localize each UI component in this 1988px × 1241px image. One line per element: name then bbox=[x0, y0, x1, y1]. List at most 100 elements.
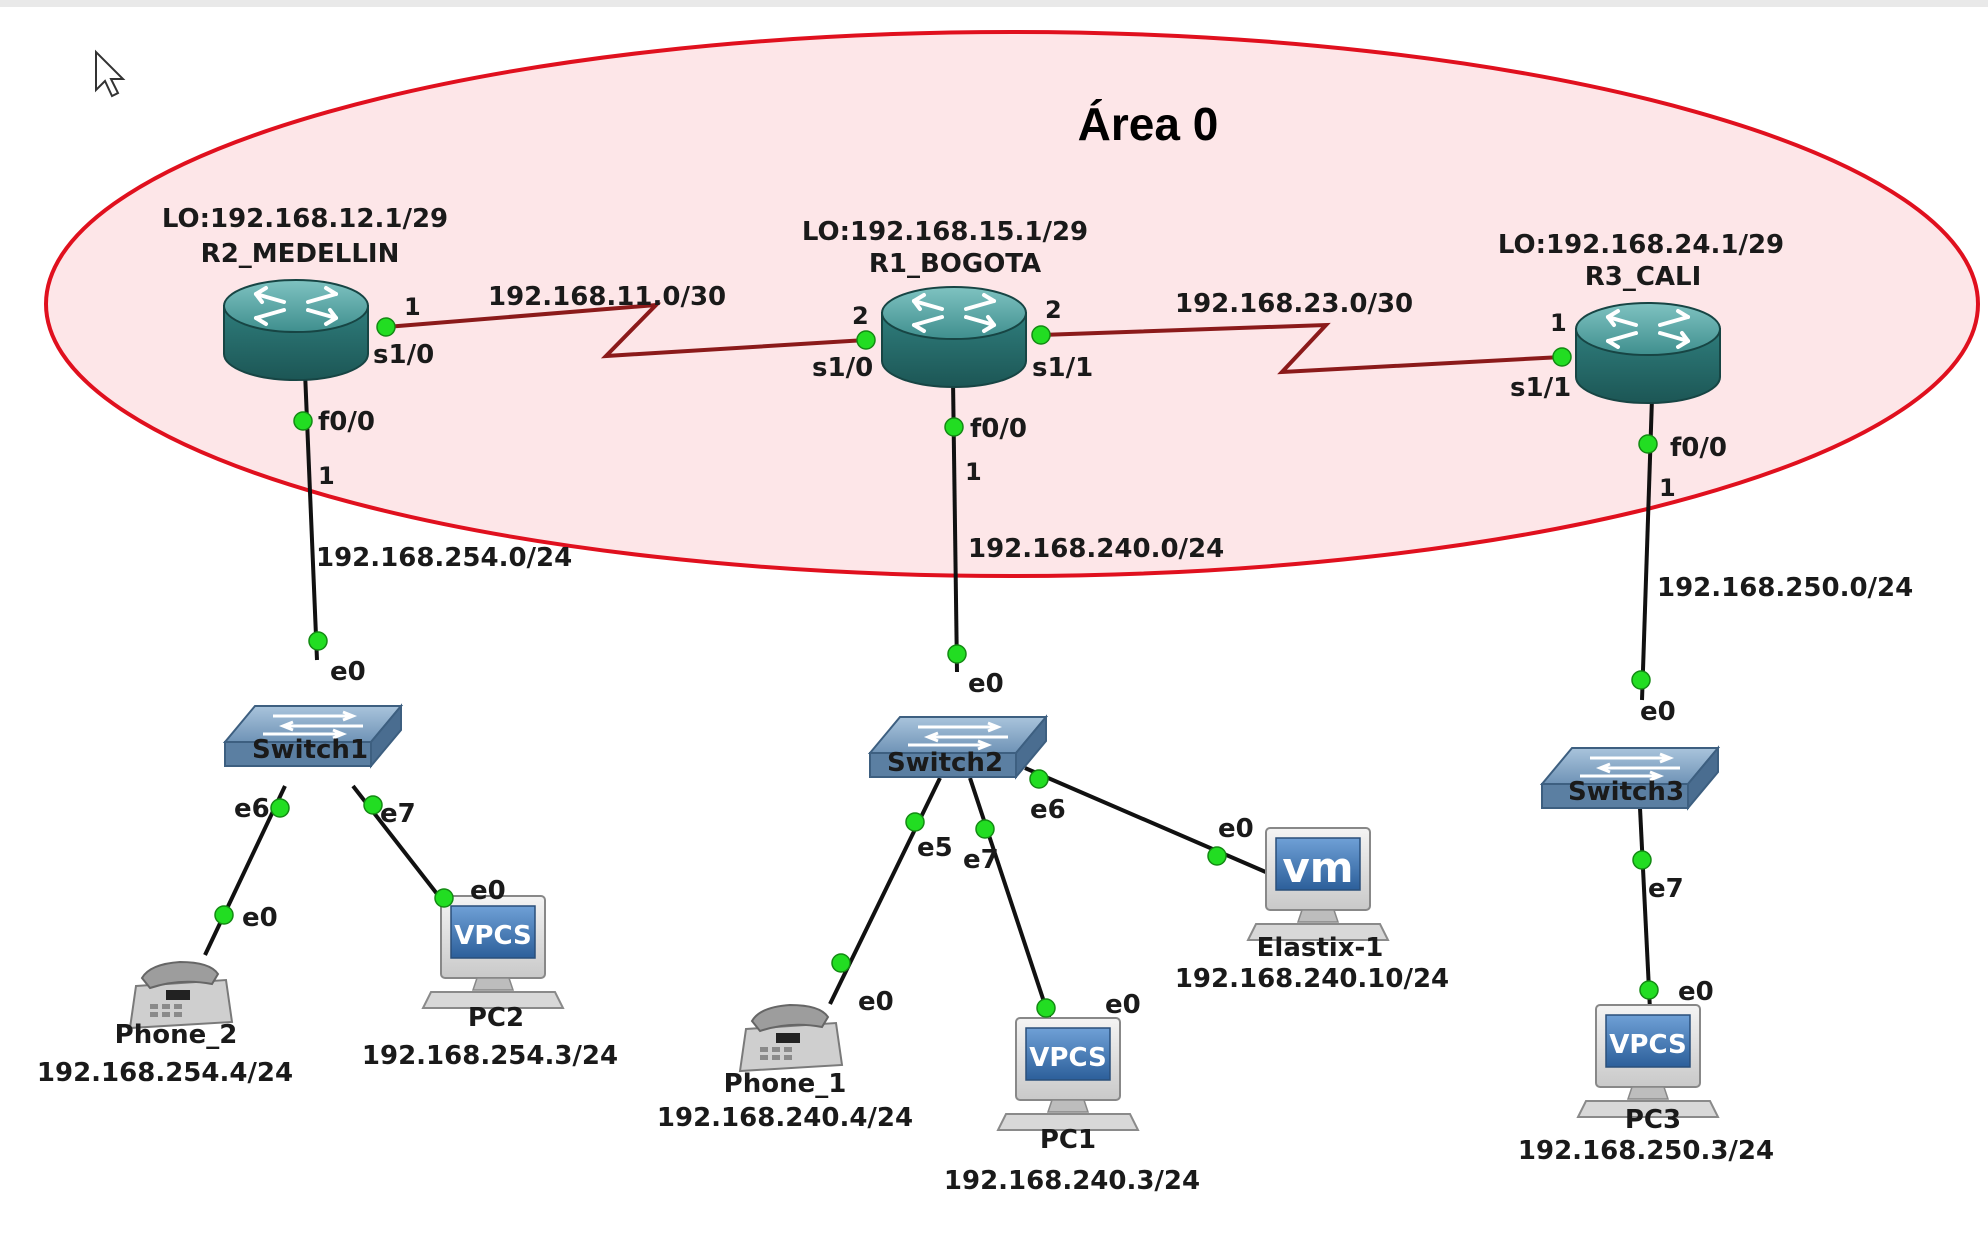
phone1-ip-label: 192.168.240.4/24 bbox=[657, 1103, 913, 1133]
r2-s10-number: 1 bbox=[404, 293, 421, 321]
pc-monitor-icon bbox=[422, 895, 564, 1009]
r3-loopback-label: LO:192.168.24.1/29 bbox=[1498, 230, 1784, 260]
router-icon bbox=[1574, 301, 1722, 405]
port-dot[interactable] bbox=[905, 812, 925, 832]
sw1-e7-label: e7 bbox=[380, 799, 416, 829]
r1-name-label: R1_BOGOTA bbox=[869, 249, 1041, 279]
port-dot[interactable] bbox=[1031, 325, 1051, 345]
r2-f00-number: 1 bbox=[318, 462, 335, 490]
port-dot[interactable] bbox=[1552, 347, 1572, 367]
pc-monitor-icon bbox=[1577, 1004, 1719, 1118]
pc3-ip-label: 192.168.250.3/24 bbox=[1518, 1136, 1774, 1166]
ethernet-link-switch1-phone2[interactable] bbox=[203, 785, 287, 956]
pc1-ip-label: 192.168.240.3/24 bbox=[944, 1166, 1200, 1196]
router-icon bbox=[222, 278, 370, 382]
router-r2-medellin[interactable] bbox=[222, 278, 370, 382]
port-dot[interactable] bbox=[947, 644, 967, 664]
port-dot[interactable] bbox=[1638, 434, 1658, 454]
r2-f00-label: f0/0 bbox=[318, 407, 375, 437]
port-dot[interactable] bbox=[308, 631, 328, 651]
switch3-name-label: Switch3 bbox=[1568, 777, 1684, 807]
pc1-name-label: PC1 bbox=[1040, 1125, 1096, 1155]
switch1-name-label: Switch1 bbox=[252, 735, 368, 765]
pc2-ip-label: 192.168.254.3/24 bbox=[362, 1041, 618, 1071]
sw3-e7-label: e7 bbox=[1648, 874, 1684, 904]
elastix-name-label: Elastix-1 bbox=[1257, 933, 1384, 963]
network-cali-lan-label: 192.168.250.0/24 bbox=[1657, 573, 1913, 603]
switch2-name-label: Switch2 bbox=[887, 748, 1003, 778]
elastix-vm[interactable]: vm bbox=[1247, 827, 1389, 941]
pc3-badge: VPCS bbox=[1609, 1030, 1686, 1060]
r1-s11-number: 2 bbox=[1045, 296, 1062, 324]
r2-name-label: R2_MEDELLIN bbox=[201, 239, 400, 269]
phone2-ip-label: 192.168.254.4/24 bbox=[37, 1058, 293, 1088]
serial-link-r2-r1[interactable] bbox=[385, 302, 867, 359]
ip-phone-icon bbox=[129, 961, 233, 1029]
r3-s11-number: 1 bbox=[1550, 309, 1567, 337]
sw2-e6-label: e6 bbox=[1030, 795, 1066, 825]
r2-s10-label: s1/0 bbox=[373, 340, 434, 370]
top-window-strip bbox=[0, 0, 1988, 7]
port-dot[interactable] bbox=[270, 798, 290, 818]
r1-loopback-label: LO:192.168.15.1/29 bbox=[802, 217, 1088, 247]
ethernet-link-switch2-elastix[interactable] bbox=[1024, 766, 1269, 875]
r1-s11-label: s1/1 bbox=[1032, 353, 1093, 383]
pc3-e0-label: e0 bbox=[1678, 977, 1714, 1007]
sw2-e5-label: e5 bbox=[917, 833, 953, 863]
sw2-e7-label: e7 bbox=[963, 845, 999, 875]
router-r3-cali[interactable] bbox=[1574, 301, 1722, 405]
area-title: Área 0 bbox=[1078, 98, 1219, 150]
port-dot[interactable] bbox=[1029, 769, 1049, 789]
port-dot[interactable] bbox=[293, 411, 313, 431]
port-dot[interactable] bbox=[363, 795, 383, 815]
port-dots bbox=[214, 317, 1659, 1018]
port-dot[interactable] bbox=[214, 905, 234, 925]
pc3-name-label: PC3 bbox=[1625, 1105, 1681, 1135]
ethernet-link-switch2-pc1[interactable] bbox=[968, 777, 1052, 1021]
serial-link-r1-r3[interactable] bbox=[1040, 322, 1563, 375]
router-icon bbox=[880, 285, 1028, 389]
sw1-e0-label: e0 bbox=[330, 657, 366, 687]
port-dot[interactable] bbox=[1207, 846, 1227, 866]
pc-monitor-icon bbox=[997, 1017, 1139, 1131]
r1-f00-number: 1 bbox=[965, 458, 982, 486]
port-dot[interactable] bbox=[975, 819, 995, 839]
port-dot[interactable] bbox=[434, 888, 454, 908]
r1-f00-label: f0/0 bbox=[970, 414, 1027, 444]
phone2-e0-label: e0 bbox=[242, 903, 278, 933]
ethernet-link-switch3-pc3[interactable] bbox=[1638, 807, 1652, 1011]
port-dot[interactable] bbox=[856, 330, 876, 350]
port-dot[interactable] bbox=[1631, 670, 1651, 690]
r3-f00-number: 1 bbox=[1659, 474, 1676, 502]
sw3-e0-label: e0 bbox=[1640, 697, 1676, 727]
r3-f00-label: f0/0 bbox=[1670, 433, 1727, 463]
sw2-e0-label: e0 bbox=[968, 669, 1004, 699]
pc2-badge: VPCS bbox=[454, 921, 531, 951]
pc2[interactable]: VPCS bbox=[422, 895, 564, 1009]
port-dot[interactable] bbox=[1632, 850, 1652, 870]
port-dot[interactable] bbox=[831, 953, 851, 973]
port-dot[interactable] bbox=[944, 417, 964, 437]
pc2-name-label: PC2 bbox=[468, 1003, 524, 1033]
phone1-name-label: Phone_1 bbox=[724, 1069, 847, 1099]
phone1[interactable] bbox=[739, 1004, 843, 1072]
mouse-cursor-icon bbox=[95, 49, 126, 98]
network-r2-r1-label: 192.168.11.0/30 bbox=[488, 282, 726, 312]
network-medellin-lan-label: 192.168.254.0/24 bbox=[316, 543, 572, 573]
port-dot[interactable] bbox=[376, 317, 396, 337]
pc1[interactable]: VPCS bbox=[997, 1017, 1139, 1131]
elastix-e0-label: e0 bbox=[1218, 814, 1254, 844]
r3-s11-label: s1/1 bbox=[1510, 373, 1571, 403]
phone2-name-label: Phone_2 bbox=[115, 1020, 238, 1050]
r1-s10-number: 2 bbox=[852, 302, 869, 330]
port-dot[interactable] bbox=[1639, 980, 1659, 1000]
pc1-e0-label: e0 bbox=[1105, 990, 1141, 1020]
router-r1-bogota[interactable] bbox=[880, 285, 1028, 389]
pc3[interactable]: VPCS bbox=[1577, 1004, 1719, 1118]
ip-phone-icon bbox=[739, 1004, 843, 1072]
r1-s10-label: s1/0 bbox=[812, 353, 873, 383]
port-dot[interactable] bbox=[1036, 998, 1056, 1018]
r3-name-label: R3_CALI bbox=[1585, 262, 1702, 292]
phone2[interactable] bbox=[129, 961, 233, 1029]
